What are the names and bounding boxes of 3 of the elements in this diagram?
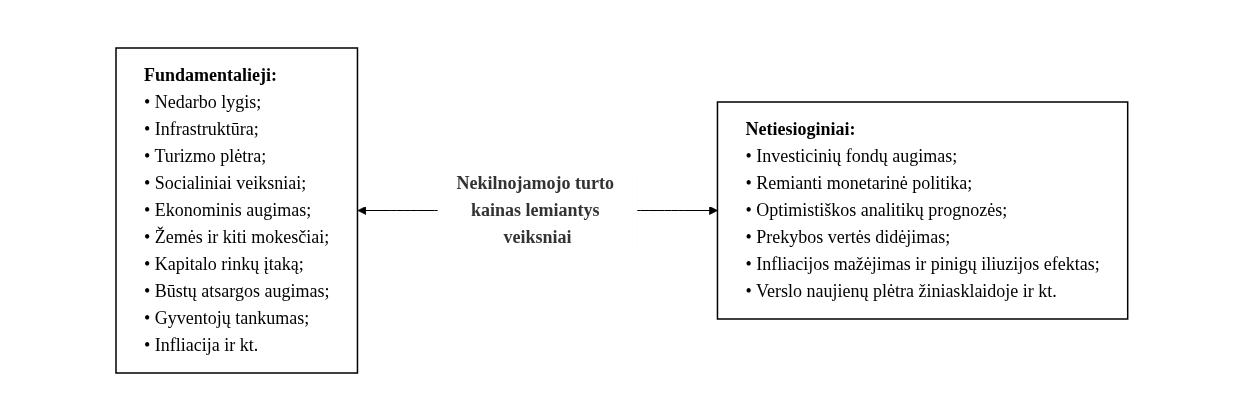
node-box: Fundamentalieji: • Nedarbo lygis; • Infrastruktūra; • Turizmo plėtra; • Socialiniai veiksniai; • Ekonominis augimas; • Žemės ir kiti mokesčiai; • Kapitalo rinkų įtaką; • Būstų atsargos augimas; • Gyventojų tankumas; • Infliacija ir kt.	[115, 46, 359, 374]
node-box: Netiesioginiai: • Investicinių fondų augimas; • Remianti monetarinė politika; • Optimistiškos analitikų prognozės; • Prekybos vertės didėjimas; • Infliacijos mažėjimas ir pinigų iliuzijos efektas; • Verslo naujienų plėtra žiniasklaidoje ir kt.	[716, 100, 1129, 320]
edge-label: Nekilnojamojo turto kainas lemiantys veiksniai	[456, 172, 615, 247]
